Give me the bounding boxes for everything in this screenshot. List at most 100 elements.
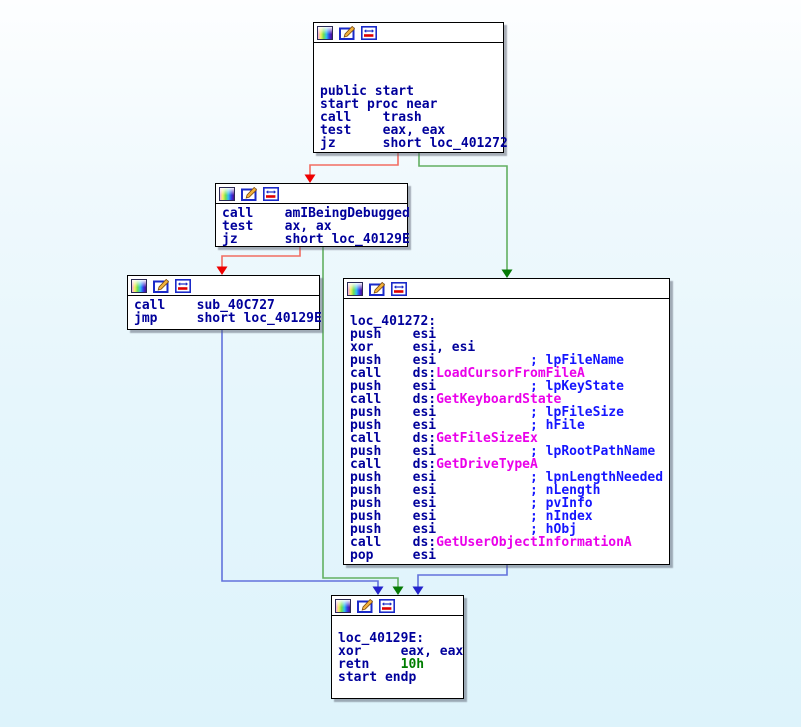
asm-segment-api: LoadCursorFromFileA [436,366,585,381]
edge-start-fallthrough [309,153,399,176]
asm-line[interactable]: call ds:GetKeyboardState [350,392,669,407]
asm-line[interactable]: push esi ; lpRootPathName [350,444,669,459]
edit-pencil-icon[interactable] [369,281,385,296]
edge-debugcheck-fallthrough [221,247,301,268]
palette-icon[interactable] [317,25,333,40]
node-title-bar[interactable] [216,184,407,204]
asm-segment-comment: ; hFile [436,418,585,433]
asm-line[interactable]: push esi ; hObj [350,522,669,537]
asm-segment-code: start proc near [320,97,438,112]
node-title-bar[interactable] [314,23,503,43]
asm-segment-comment: ; lpFileSize [436,405,624,420]
asm-line[interactable]: call ds:GetDriveTypeA [350,457,669,472]
edge-debugcheck-jz-taken [322,247,399,588]
asm-line[interactable]: pop esi [350,548,669,563]
asm-line[interactable]: push esi [350,327,669,342]
asm-segment-code: loc_40129E: [338,631,425,646]
asm-line[interactable]: push esi ; pvInfo [350,496,669,511]
asm-segment-comment: ; pvInfo [436,496,593,511]
asm-line[interactable]: call ds:LoadCursorFromFileA [350,366,669,381]
edge-sub40c727-jmp [221,330,379,588]
frame-color-icon[interactable] [391,281,407,296]
frame-color-icon[interactable] [379,598,395,613]
asm-segment-code: jz short loc_401272 [320,136,508,151]
asm-line[interactable]: call trash [320,110,503,125]
palette-icon[interactable] [131,278,147,293]
palette-icon[interactable] [347,281,363,296]
node-title-bar[interactable] [332,596,463,616]
asm-line[interactable]: test eax, eax [320,123,503,138]
asm-segment-code: push esi [350,327,437,342]
asm-segment-code: call ds: [350,535,437,550]
edit-pencil-icon[interactable] [241,186,257,201]
asm-line[interactable]: push esi ; nLength [350,483,669,498]
asm-blank-line [338,618,463,631]
asm-line[interactable]: jz short loc_401272 [320,136,508,151]
asm-line[interactable]: push esi ; lpFileSize [350,405,669,420]
asm-line[interactable]: loc_401272: [350,314,669,329]
asm-segment-code: push esi [350,483,437,498]
asm-segment-code: jmp short loc_40129E [134,311,322,326]
asm-line[interactable]: jz short loc_40129E [222,232,410,247]
asm-segment-code: xor esi, esi [350,340,476,355]
asm-line[interactable]: start proc near [320,97,503,112]
asm-line[interactable]: start endp [338,670,463,685]
asm-segment-code: retn [338,657,401,672]
asm-line[interactable]: push esi ; lpKeyState [350,379,669,394]
edit-pencil-icon[interactable] [339,25,355,40]
asm-line[interactable]: loc_40129E: [338,631,463,646]
asm-line[interactable]: push esi ; hFile [350,418,669,433]
asm-line[interactable]: xor esi, esi [350,340,669,355]
asm-line[interactable]: push esi ; nIndex [350,509,669,524]
asm-segment-num: 10h [400,657,425,672]
frame-color-icon[interactable] [263,186,279,201]
edge-sub40c727-jmp-arrowhead [372,586,384,595]
asm-line[interactable]: call sub_40C727 [134,298,319,313]
asm-segment-code: call ds: [350,392,437,407]
asm-segment-code: call amIBeingDebugged [222,206,410,221]
asm-segment-code: pop esi [350,548,437,563]
asm-segment-comment: ; lpRootPathName [436,444,656,459]
asm-line[interactable]: call ds:GetFileSizeEx [350,431,669,446]
edit-pencil-icon[interactable] [357,598,373,613]
asm-blank-line [320,45,503,58]
asm-line[interactable]: retn 10h [338,657,463,672]
asm-blank-line [350,301,669,314]
asm-segment-code: push esi [350,379,437,394]
asm-segment-code: push esi [350,470,437,485]
asm-line[interactable]: push esi ; lpnLengthNeeded [350,470,669,485]
frame-color-icon[interactable] [361,25,377,40]
asm-line[interactable]: push esi ; lpFileName [350,353,669,368]
asm-segment-code: test eax, eax [320,123,446,138]
asm-line[interactable]: jmp short loc_40129E [134,311,322,326]
asm-line[interactable]: public start [320,84,503,99]
asm-segment-code: loc_401272: [350,314,437,329]
asm-line[interactable]: call amIBeingDebugged [222,206,410,221]
asm-segment-code: push esi [350,405,437,420]
palette-icon[interactable] [335,598,351,613]
palette-icon[interactable] [219,186,235,201]
asm-line[interactable]: xor eax, eax [338,644,464,659]
frame-color-icon[interactable] [175,278,191,293]
asm-line[interactable]: call ds:GetUserObjectInformationA [350,535,669,550]
node-title-bar[interactable] [344,279,669,299]
edge-start-fallthrough-arrowhead [304,174,316,183]
edge-loc401272-fallthrough-arrowhead [412,586,424,595]
asm-segment-code: call ds: [350,366,437,381]
asm-segment-code: xor eax, eax [338,644,464,659]
node-title-bar[interactable] [128,276,319,296]
asm-segment-code: push esi [350,444,437,459]
edge-start-jz-taken [418,153,508,271]
asm-line[interactable]: test ax, ax [222,219,407,234]
edit-pencil-icon[interactable] [153,278,169,293]
asm-segment-code: start endp [338,670,417,685]
